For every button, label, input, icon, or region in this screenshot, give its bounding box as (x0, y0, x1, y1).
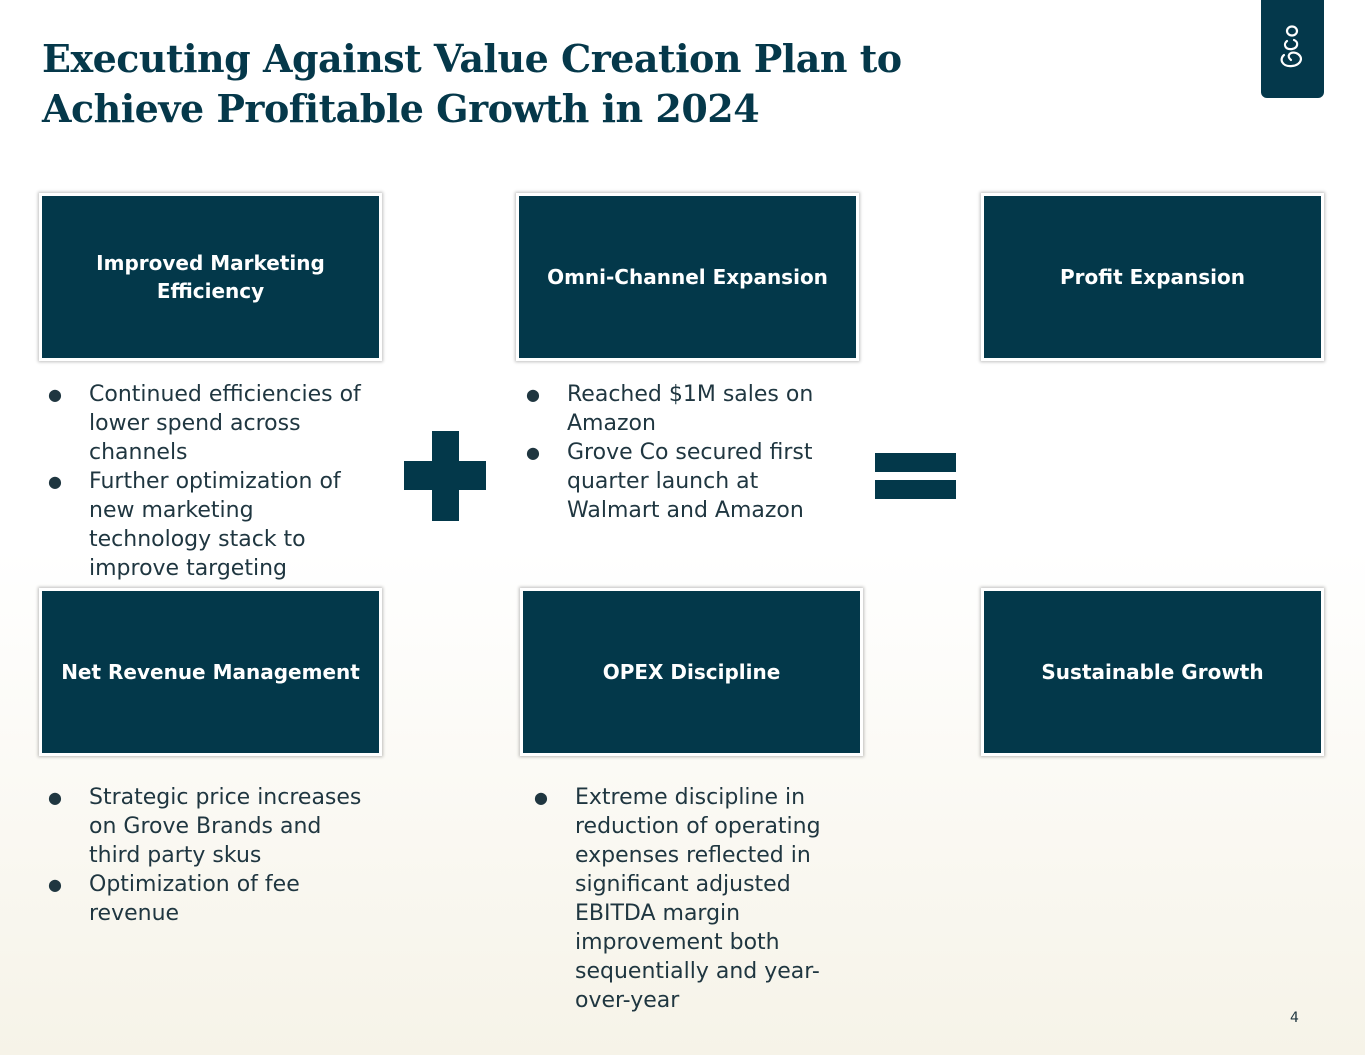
list-item: ●Grove Co secured first quarter launch a… (526, 440, 813, 523)
box-label: Sustainable Growth (1041, 660, 1264, 684)
brand-logo (1261, 0, 1324, 98)
list-item: ●Strategic price increases on Grove Bran… (48, 785, 362, 868)
equals-icon (875, 480, 956, 499)
bullet-icon: ● (48, 385, 62, 404)
box-label: Profit Expansion (1060, 265, 1245, 289)
opex-bullets: ●Extreme discipline in reduction of oper… (530, 783, 840, 1015)
box-label: Omni-Channel Expansion (547, 265, 828, 289)
box-net-revenue-management: Net Revenue Management (39, 588, 382, 756)
page-title: Executing Against Value Creation Plan to… (42, 36, 902, 131)
box-label: OPEX Discipline (602, 660, 781, 684)
box-label: Improved Marketing Efficiency (96, 251, 325, 303)
bullet-icon: ● (534, 788, 548, 807)
grove-logo-icon (1280, 25, 1302, 68)
bullet-icon: ● (48, 472, 62, 491)
list-item: ●Extreme discipline in reduction of oper… (534, 785, 821, 1013)
bullet-icon: ● (48, 788, 62, 807)
bullet-icon: ● (526, 385, 540, 404)
bullet-icon: ● (48, 875, 62, 894)
box-sustainable-growth: Sustainable Growth (981, 588, 1324, 756)
plus-icon (404, 461, 486, 490)
list-item: ●Continued efficiencies of lower spend a… (48, 382, 361, 465)
list-item: ●Further optimization of new marketing t… (48, 469, 341, 581)
box-profit-expansion: Profit Expansion (981, 193, 1324, 361)
box-omni-channel-expansion: Omni-Channel Expansion (516, 193, 859, 361)
page-number: 4 (1290, 1010, 1299, 1026)
equals-icon (875, 453, 956, 472)
marketing-bullets: ●Continued efficiencies of lower spend a… (44, 380, 364, 583)
nrm-bullets: ●Strategic price increases on Grove Bran… (44, 783, 374, 928)
box-improved-marketing-efficiency: Improved Marketing Efficiency (39, 193, 382, 361)
bullet-icon: ● (526, 443, 540, 462)
list-item: ●Optimization of fee revenue (48, 872, 300, 926)
omni-bullets: ●Reached $1M sales on Amazon ●Grove Co s… (522, 380, 842, 525)
box-label: Net Revenue Management (61, 660, 360, 684)
list-item: ●Reached $1M sales on Amazon (526, 382, 814, 436)
box-opex-discipline: OPEX Discipline (520, 588, 863, 756)
